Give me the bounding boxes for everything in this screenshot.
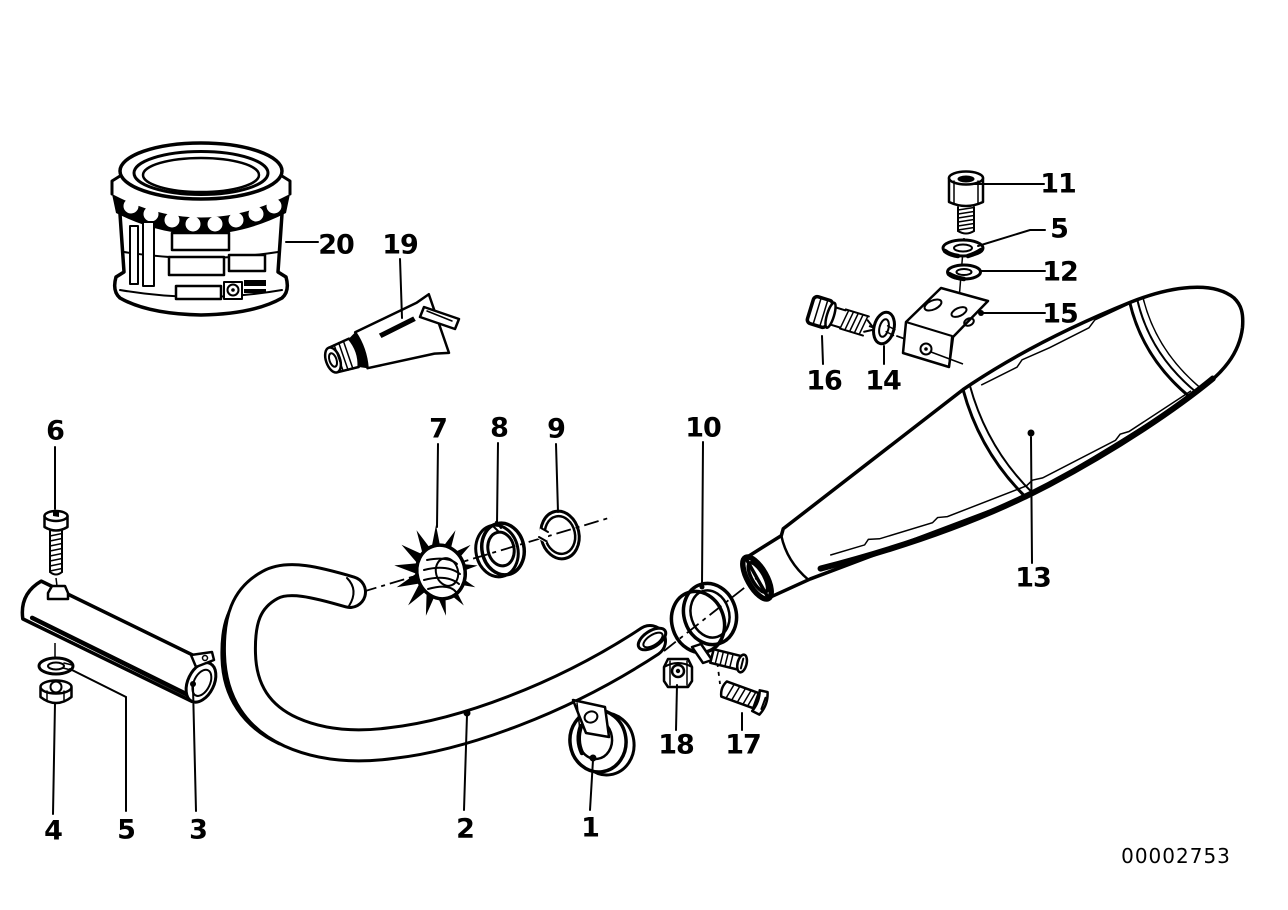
callout-20[interactable]: 20 [318,230,355,261]
callout-labels: 20 19 11 5 12 15 16 14 6 7 8 9 10 13 4 5… [44,169,1079,847]
callout-5-bottom[interactable]: 5 [117,815,136,846]
callout-8[interactable]: 8 [490,413,509,444]
sealing-ring-part [474,521,526,579]
callout-5-top[interactable]: 5 [1050,214,1069,245]
callout-6[interactable]: 6 [46,416,65,447]
muffler-part [740,285,1245,602]
washer-bottom-part [37,656,75,676]
spacer-tube-part [20,579,218,704]
gasket-ring-part [537,509,581,561]
callout-19[interactable]: 19 [382,230,419,261]
leader-lines [52,183,1046,815]
callout-2[interactable]: 2 [456,814,475,845]
callout-13[interactable]: 13 [1015,563,1052,594]
callout-15[interactable]: 15 [1042,299,1079,330]
callout-16[interactable]: 16 [806,366,843,397]
callout-1[interactable]: 1 [581,813,600,844]
callout-7[interactable]: 7 [429,414,448,445]
clamp-screw-part [719,680,769,716]
slotted-screw-part [43,509,69,576]
callout-3[interactable]: 3 [189,815,208,846]
lock-washer-part [872,310,896,346]
tin-labels [129,221,267,301]
socket-bolt-part [947,170,985,235]
callout-10[interactable]: 10 [685,413,722,444]
callout-9[interactable]: 9 [547,414,566,445]
header-pipe-part [220,563,668,763]
tin-band-dots [123,198,282,232]
callout-4[interactable]: 4 [44,816,63,847]
washer-12-part [946,263,982,282]
support-clamp-part [568,698,636,777]
pipe-clamp-part [669,581,749,674]
callout-18[interactable]: 18 [658,730,695,761]
paste-tube-part [323,292,461,374]
callout-14[interactable]: 14 [865,366,902,397]
hex-nut-bottom-part [39,679,73,705]
hex-bolt-part [805,294,874,337]
drawing-number: 00002753 [1121,844,1231,868]
callout-11[interactable]: 11 [1040,169,1077,200]
finned-nut-part [394,525,478,616]
hex-nut-part [662,657,694,689]
callout-17[interactable]: 17 [725,730,762,761]
callout-12[interactable]: 12 [1042,257,1079,288]
mounting-bracket-part [901,286,990,369]
paste-tin-part [110,141,292,317]
washer-top-part [941,238,985,259]
